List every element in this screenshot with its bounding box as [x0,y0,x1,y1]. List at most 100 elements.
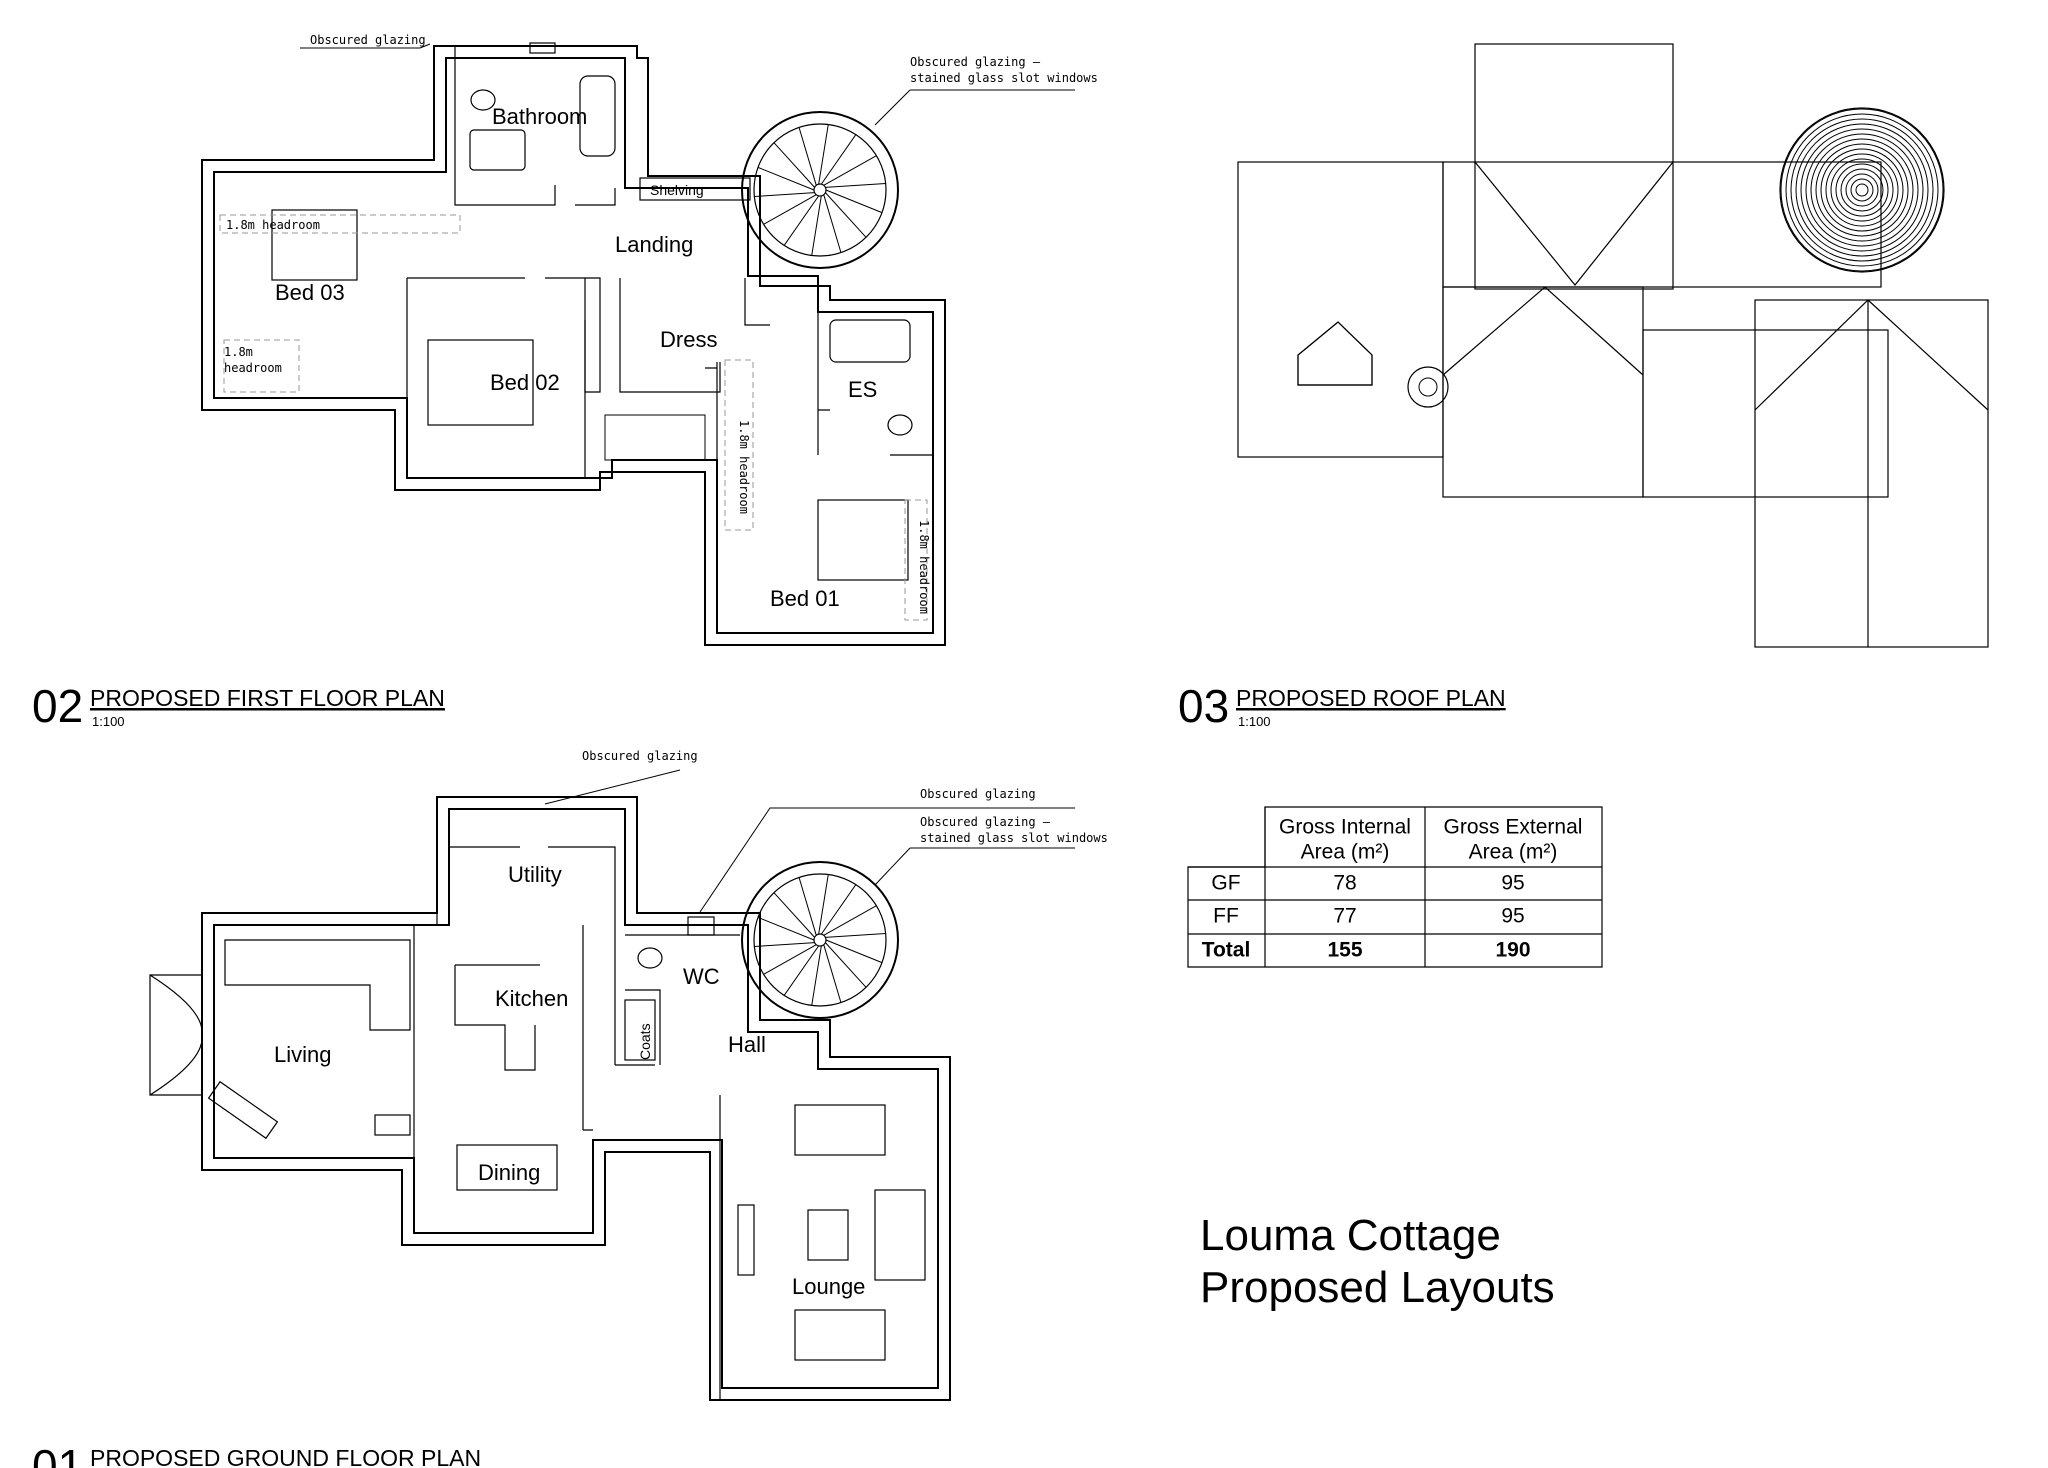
gf-lounge-sofa-top [794,1104,886,1156]
gf-spiral-stair [741,861,899,1019]
gf-inner-wall-line [213,808,939,1389]
ff-room-shelving: Shelving [650,182,704,198]
ff-headroom-zone-3 [724,359,754,531]
table-header-internal-1: Gross Internal [1279,816,1411,839]
ff-note-glazing-stair-2: stained glass slot windows [910,71,1098,85]
roof-plan-title: PROPOSED ROOF PLAN [1236,685,1506,711]
roof-main-ridge [1442,161,1882,288]
ff-plan-number: 02 [32,680,83,732]
gf-plan-title: PROPOSED GROUND FLOOR PLAN [90,1445,481,1468]
ff-es-bath [829,319,911,363]
table-cell-internal: 77 [1333,905,1356,928]
roof-flue-inner [1418,377,1438,397]
gf-leader-wc [699,807,1075,913]
table-cell-internal-total: 155 [1327,939,1362,962]
table-header-external-2: Area (m²) [1469,841,1558,864]
ff-bed02-wall [406,278,586,478]
ff-bed02-bed [427,339,534,426]
gf-room-utility: Utility [508,862,562,887]
roof-plan: 03 PROPOSED ROOF PLAN 1:100 [1178,43,1989,732]
gf-note-glazing-stair-2: stained glass slot windows [920,831,1108,845]
ff-bathroom-wall [454,46,616,206]
table-cell-external-total: 190 [1495,939,1530,962]
gf-leader-utility [544,769,681,805]
ff-bed03-bed [271,209,358,281]
gf-coats-cupboard [624,999,656,1061]
ff-leader-stair [874,89,1075,126]
ff-window-top [529,42,556,54]
roof-north-hip [1474,161,1674,286]
ff-room-landing: Landing [615,232,693,257]
gf-dining-table [456,1144,558,1191]
ff-room-dress: Dress [660,327,717,352]
gf-lounge-sofa-bottom [794,1309,886,1361]
gf-wc-pan [637,947,663,969]
roof-center-hip [1442,286,1644,376]
area-table: Gross Internal Area (m²) Gross External … [1187,806,1603,968]
roof-plan-scale: 1:100 [1238,714,1271,729]
table-cell-internal: 78 [1333,872,1356,895]
table-header-external-1: Gross External [1444,816,1583,839]
table-cell-external: 95 [1501,905,1524,928]
table-row-label: FF [1213,905,1239,928]
ff-note-headroom-b1: 1.8m [224,345,253,359]
gf-lounge-coffee-table [807,1209,849,1261]
first-floor-plan: Obscured glazing Obscured glazing – stai… [32,33,1098,732]
roof-west-wing [1237,161,1444,458]
ff-wc-pan [470,89,496,111]
ff-shower-tray [469,129,526,171]
gf-room-kitchen: Kitchen [495,986,568,1011]
ff-es-wall [817,312,933,456]
gf-wc-basin [687,916,715,936]
gf-room-hall: Hall [728,1032,766,1057]
ff-room-bed01: Bed 01 [770,586,840,611]
gf-room-coats: Coats [637,1023,653,1060]
ff-headroom-zone-2 [223,339,300,393]
gf-lounge-sofa-side [874,1189,926,1281]
gf-living-bench [207,1080,279,1140]
ff-bed01-wall [705,362,718,633]
ff-note-headroom-d: 1.8m headroom [917,520,931,614]
ff-room-bathroom: Bathroom [492,104,587,129]
ff-note-glazing-stair-1: Obscured glazing – [910,55,1041,69]
ff-note-headroom-a: 1.8m headroom [226,218,320,232]
gf-living-sofa [224,939,411,1031]
roof-east-wing [1754,299,1989,648]
ff-spiral-stair [741,111,899,269]
roof-turret [1779,107,1945,273]
gf-utility-wall [436,846,616,1065]
ff-plan-title: PROPOSED FIRST FLOOR PLAN [90,685,445,711]
gf-note-glazing-wc: Obscured glazing [920,787,1036,801]
ff-shelving-unit [639,177,751,201]
gf-room-lounge: Lounge [792,1274,865,1299]
ff-bed01-bed [817,499,909,581]
ff-room-es: ES [848,377,877,402]
roof-east-slope [1642,329,1889,498]
ff-room-bed02: Bed 02 [490,370,560,395]
project-subtitle: Proposed Layouts [1200,1263,1555,1312]
ff-leader-top [300,43,431,49]
gf-note-glazing-utility: Obscured glazing [582,749,698,763]
ff-room-bed03: Bed 03 [275,280,345,305]
ff-headroom-zone-1 [219,214,461,234]
gf-french-doors [149,974,203,1096]
gf-lounge-tv-unit [737,1204,755,1276]
table-row-label: GF [1211,872,1240,895]
ff-note-headroom-b2: headroom [224,361,282,375]
gf-room-living: Living [274,1042,331,1067]
gf-kitchen-wall [413,925,540,1158]
gf-plan-number: 01 [32,1440,83,1468]
project-name: Louma Cottage [1200,1211,1501,1260]
ff-note-headroom-c: 1.8m headroom [737,420,751,514]
ff-dress-wall [619,278,770,393]
roof-dormer-hatch [1297,321,1373,386]
ground-floor-plan: Obscured glazing Obscured glazing Obscur… [32,749,1108,1468]
ff-headroom-zone-4 [904,499,928,621]
ff-note-glazing-top: Obscured glazing [310,33,426,47]
ff-bath [579,75,616,157]
gf-wc-wall [625,934,740,1065]
roof-plan-number: 03 [1178,680,1229,732]
roof-center-gable [1442,286,1644,498]
gf-room-wc: WC [683,964,720,989]
